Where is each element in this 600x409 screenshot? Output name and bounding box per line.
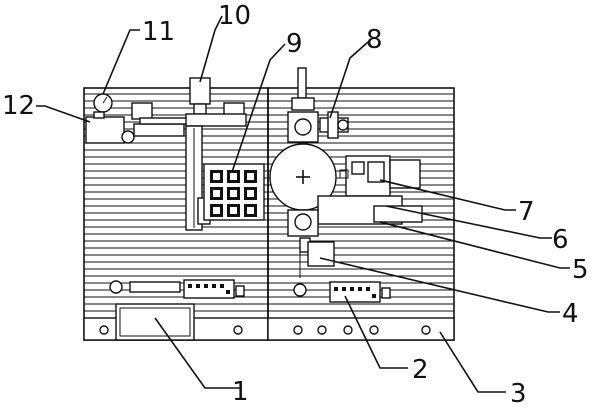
tray-cell-slot [230,207,237,214]
callout-4: 4 [562,299,579,329]
base-bolt [99,325,109,335]
tray-cell-slot [213,190,220,197]
callout-2: 2 [412,355,429,385]
base-bolt [233,325,243,335]
left-rail [129,281,181,293]
left-terminal-block [183,279,235,299]
callout-6: 6 [552,225,569,255]
tray-cell-slot [213,207,220,214]
tray-cell-slot [247,207,254,214]
left-panel [83,77,269,341]
tray-cell-slot [247,190,254,197]
callout-10: 10 [218,1,251,31]
callout-1: 1 [232,377,249,407]
right-panel [267,67,455,341]
callout-11: 11 [142,17,175,47]
left-sensor [109,280,123,294]
base-bolts [293,325,431,335]
air-rail [133,123,185,137]
valve-block [85,116,125,144]
callout-5: 5 [572,255,589,285]
right-sensor [293,283,307,297]
callout-7: 7 [518,197,535,227]
tray-cells [210,170,257,217]
leader-lines [36,15,570,393]
tray-cell-slot [213,173,220,180]
horizontal-rail [185,113,247,127]
callout-3: 3 [510,379,527,409]
pneumatic-valve [307,241,335,267]
callout-12: 12 [2,91,35,121]
tray-cell-slot [230,173,237,180]
tray-cell-slot [247,173,254,180]
press-rod [297,67,307,99]
callout-9: 9 [286,29,303,59]
tray-cell-slot [230,190,237,197]
callout-labels: 1 2 3 4 5 6 7 8 9 10 11 12 [2,1,589,409]
storage-box [115,303,195,341]
callout-8: 8 [366,25,383,55]
right-terminal-block [329,281,381,303]
